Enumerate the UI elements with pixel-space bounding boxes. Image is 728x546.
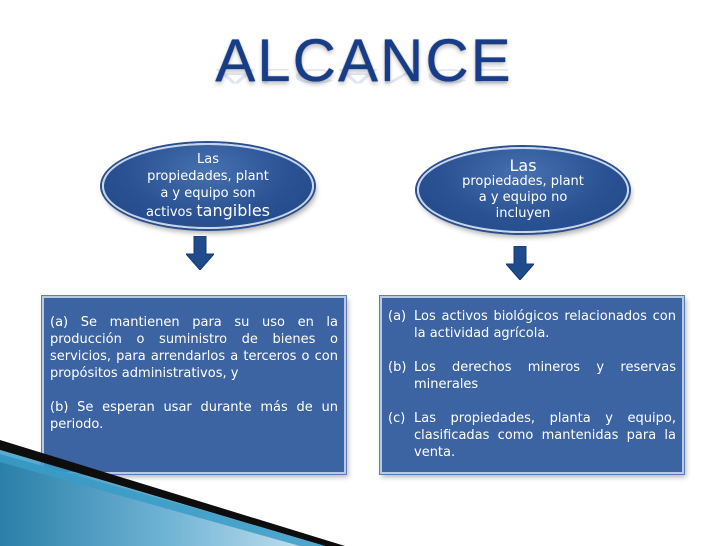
list-item-label: (c) xyxy=(388,411,406,426)
right-oval-line1: Las xyxy=(509,156,537,175)
page-title: ALCANCE xyxy=(215,27,513,94)
right-oval-line3: a y equipo no xyxy=(478,190,568,205)
list-item-text: Los activos biológicos relacionados con … xyxy=(414,309,676,341)
list-item: (b) Los derechos mineros y reservas mine… xyxy=(388,359,676,393)
left-oval-word-big: tangibles xyxy=(196,201,270,220)
right-content-box: (a) Los activos biológicos relacionados … xyxy=(380,296,684,474)
right-down-arrow-icon xyxy=(506,246,534,280)
list-item: (a) Los activos biológicos relacionados … xyxy=(388,308,676,342)
left-oval: Las propiedades, plant a y equipo son ac… xyxy=(102,143,314,229)
title-reflection: ALCANCE xyxy=(215,64,513,88)
left-oval-line1: Las xyxy=(197,152,219,167)
left-box-para-a: (a) Se mantienen para su uso en la produ… xyxy=(50,315,338,381)
left-oval-word-small: activos xyxy=(146,205,193,220)
left-content-box: (a) Se mantienen para su uso en la produ… xyxy=(42,296,346,474)
list-item-label: (b) xyxy=(388,360,407,375)
left-down-arrow-icon xyxy=(186,236,214,270)
right-oval-line4: incluyen xyxy=(495,206,551,221)
left-oval-line3: a y equipo son xyxy=(160,186,256,201)
list-item-text: Los derechos mineros y reservas minerale… xyxy=(414,360,676,392)
decorative-swoosh xyxy=(0,440,345,546)
left-box-para-b: (b) Se esperan usar durante más de un pe… xyxy=(50,400,338,432)
left-oval-line2: propiedades, plant xyxy=(147,169,269,184)
right-oval: Las propiedades, plant a y equipo no inc… xyxy=(417,147,629,233)
list-item: (c) Las propiedades, planta y equipo, cl… xyxy=(388,410,676,461)
right-oval-line2: propiedades, plant xyxy=(462,174,584,189)
list-item-text: Las propiedades, planta y equipo, clasif… xyxy=(414,411,676,460)
left-oval-line4: activos tangibles xyxy=(146,202,270,221)
list-item-label: (a) xyxy=(388,309,407,324)
